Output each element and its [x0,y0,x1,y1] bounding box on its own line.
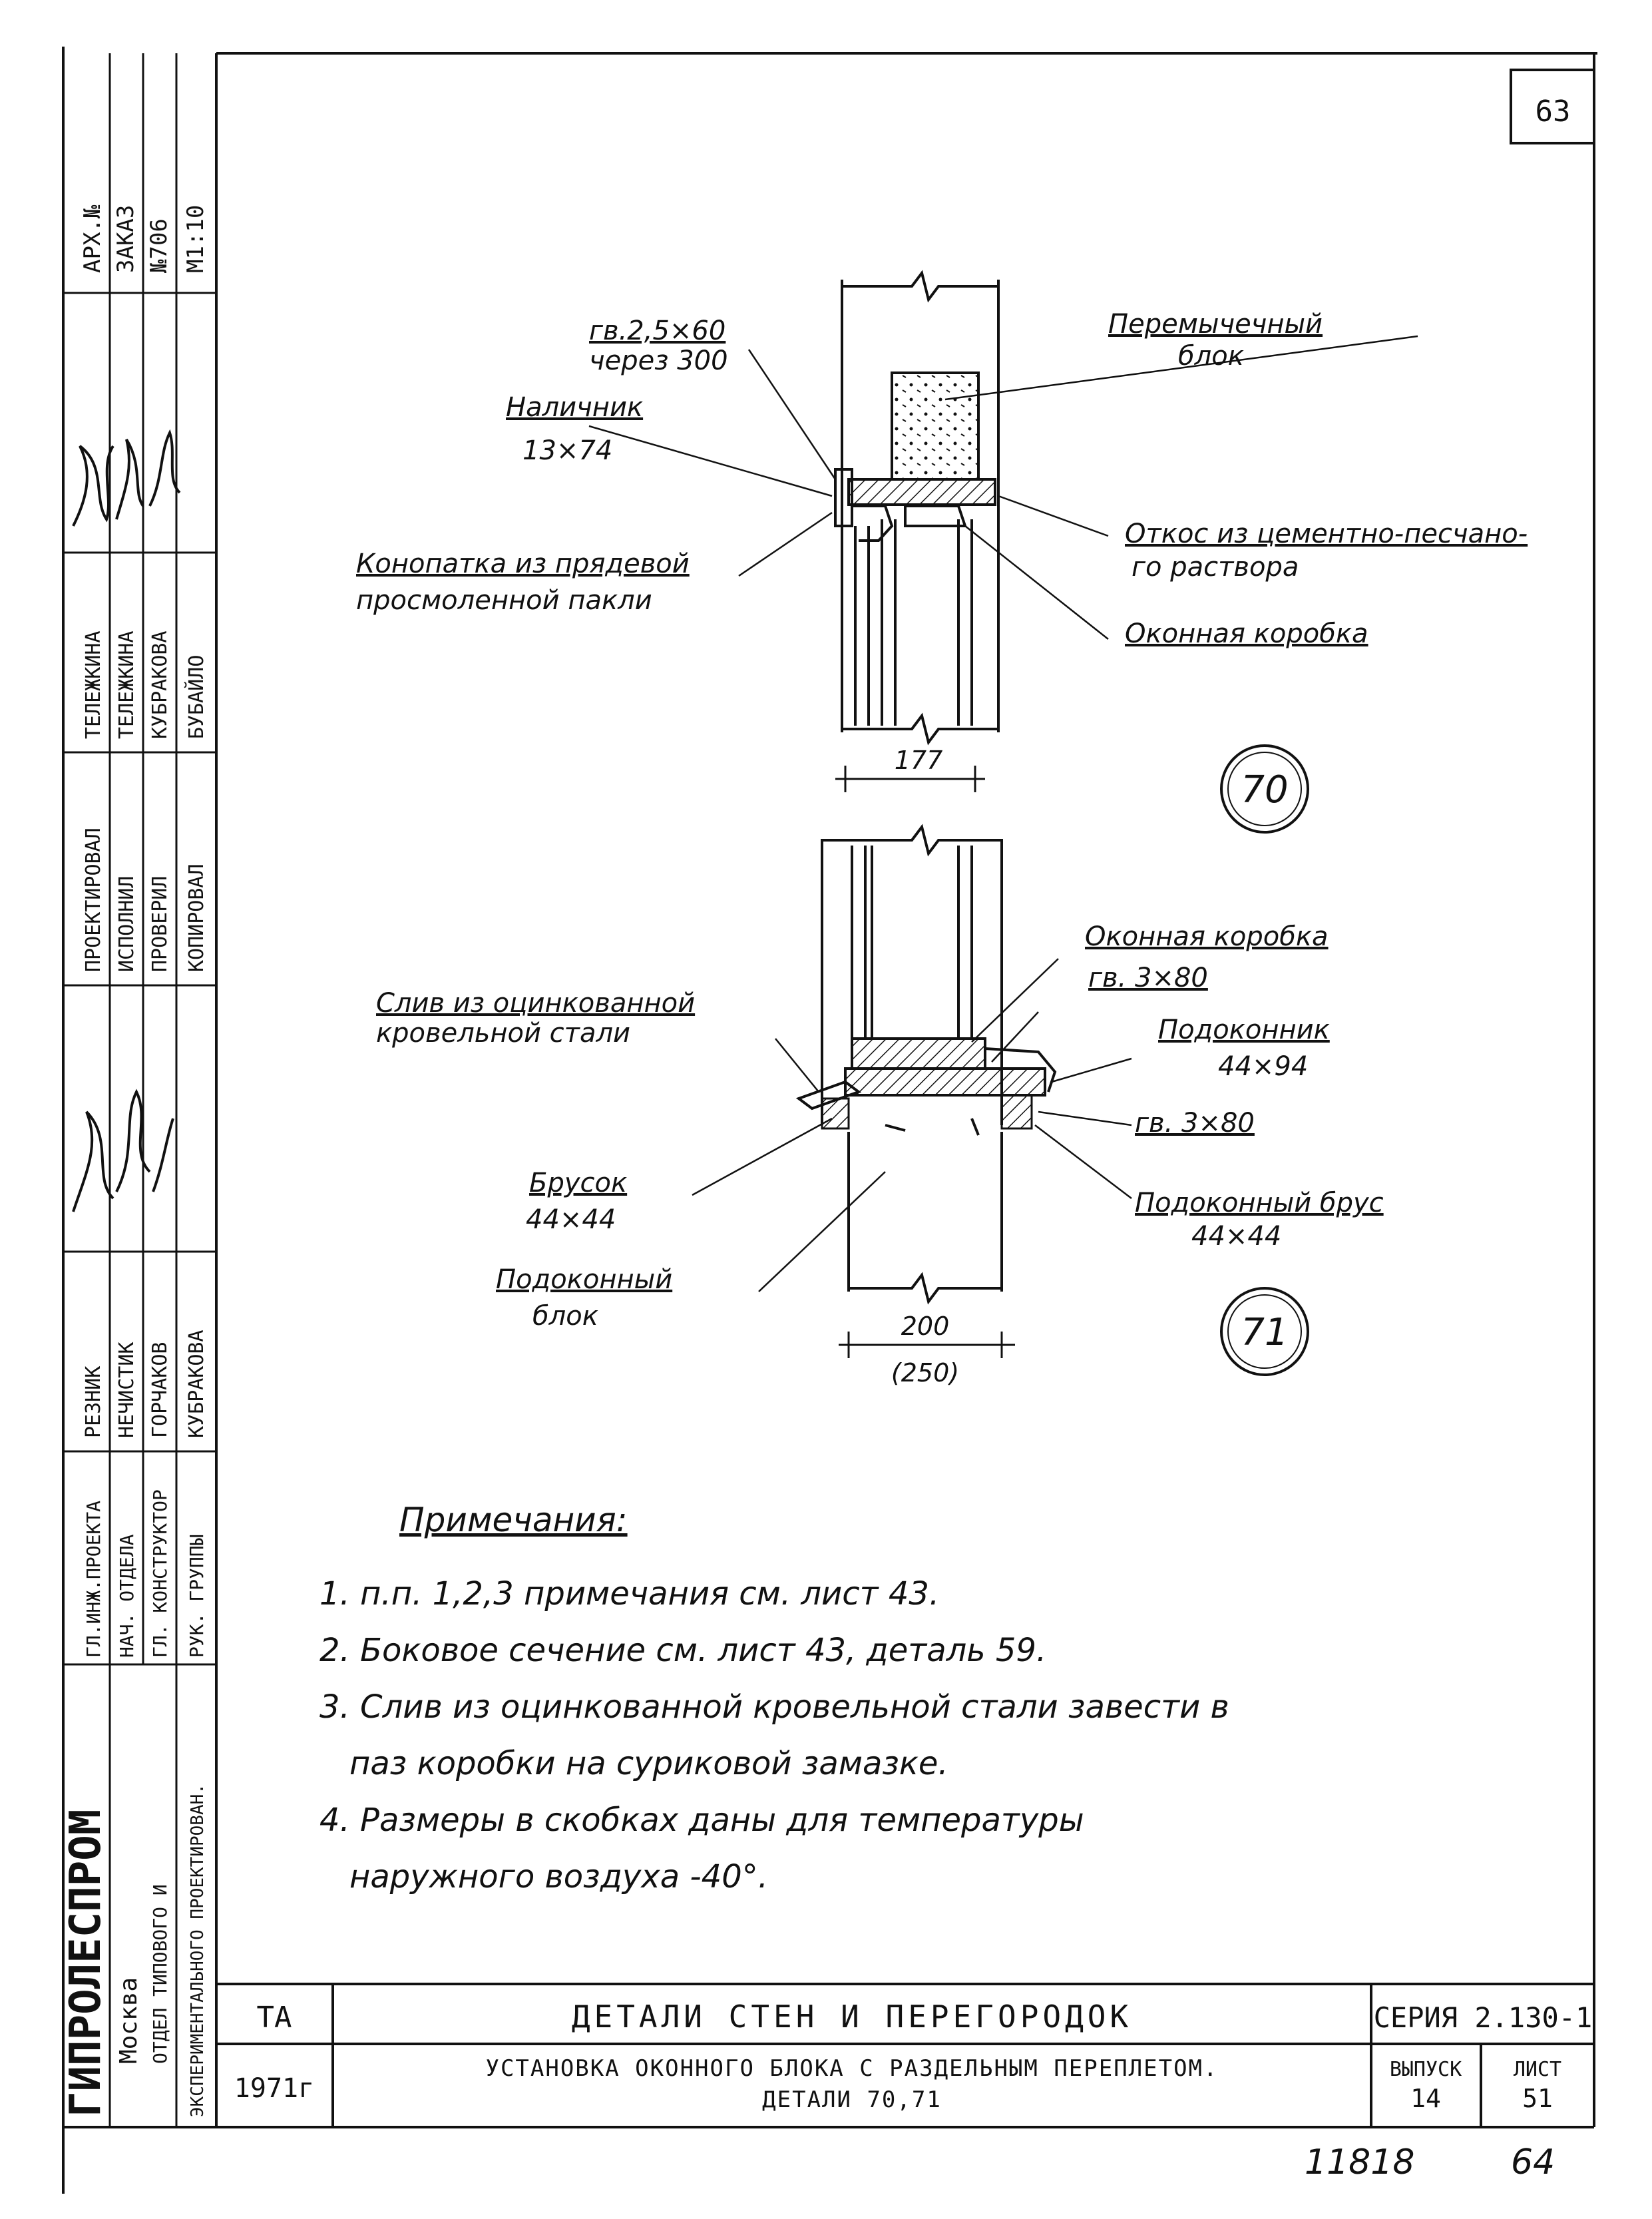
label-nail-bottom-71: гв. 3×80 [1135,1108,1255,1138]
signatures_bottom-names-2: ГОРЧАКОВ [148,1342,172,1439]
tb-series: СЕРИЯ 2.130-1 [1374,2001,1593,2034]
tb-issue-label: ВЫПУСК [1390,2058,1462,2081]
label-lintel-2: блок [1178,341,1244,371]
label-bar: Брусок [529,1168,627,1198]
detail-70-number: 70 [1241,768,1288,812]
label-frame-70: Оконная коробка [1125,618,1368,649]
footer-page: 64 [1511,2142,1555,2182]
left-stamp: АРХ.№ ЗАКАЗ №706 М1:10 ПРОЕКТИРОВАЛ ИСПО… [61,53,216,2127]
label-nail-70: гв.2,5×60 [589,316,725,346]
note-4-cont: наружного воздуха -40°. [349,1858,768,1895]
detail-71-dimension-cold: (250) [891,1358,959,1387]
detail-70: 177 гв.2,5×60 через 300 Наличник 13×74 К… [356,270,1528,834]
note-3: 3. Слив из оцинкованной кровельной стали… [319,1688,1229,1726]
label-sill-beam-size: 44×44 [1191,1221,1281,1252]
detail-70-marker [1220,744,1309,834]
scale-label: М1:10 [182,205,209,273]
organization-dept-1: ОТДЕЛ ТИПОВОГО И [149,1884,171,2064]
frame-lines [62,47,1597,2194]
signatures_left-roles-0: ПРОЕКТИРОВАЛ [82,828,105,972]
label-bar-size: 44×44 [526,1204,616,1235]
signature-marks [72,429,181,1212]
signature-names-left: ТЕЛЕЖКИНА ТЕЛЕЖКИНА КУБРАКОВА БУБАЙЛО [82,630,208,739]
label-trim-size: 13×74 [522,435,612,466]
label-drip-2: кровельной стали [376,1018,630,1049]
tb-year: 1971г [234,2073,314,2104]
signatures_bottom-names-1: НЕЧИСТИК [115,1342,138,1439]
label-trim: Наличник [506,392,643,423]
tb-subtitle-2: ДЕТАЛИ 70,71 [762,2087,942,2113]
label-drip-1: Слив из оцинкованной [376,988,695,1019]
tb-ta: ТА [257,2001,292,2035]
signature-roles-bottom: ГЛ.ИНЖ.ПРОЕКТА НАЧ. ОТДЕЛА ГЛ. КОНСТРУКТ… [83,1489,208,1658]
signatures_left-names-1: ТЕЛЕЖКИНА [115,630,138,739]
label-sill-beam: Подоконный брус [1135,1188,1384,1218]
signatures_left-names-3: БУБАЙЛО [184,655,208,739]
tb-subtitle-1: УСТАНОВКА ОКОННОГО БЛОКА С РАЗДЕЛЬНЫМ ПЕ… [485,2055,1218,2082]
page-number-box: 63 [1510,69,1595,144]
footer-number: 11818 [1305,2142,1414,2182]
label-sill-board-size: 44×94 [1218,1051,1308,1082]
label-lintel-1: Перемычечный [1108,309,1323,340]
label-sill-block-1: Подоконный [496,1264,672,1295]
signatures_bottom-names-3: КУБРАКОВА [185,1330,208,1438]
signatures_left-roles-2: ПРОВЕРИЛ [148,876,172,973]
label-nail-step-70: через 300 [589,346,728,376]
order-number: №706 [146,218,172,273]
tb-sheet-label: ЛИСТ [1514,2058,1561,2081]
detail-71-marker [1220,1287,1309,1376]
label-slope-1: Откос из цементно-песчано- [1125,519,1528,549]
note-1: 1. п.п. 1,2,3 примечания см. лист 43. [319,1575,939,1612]
tb-title: ДЕТАЛИ СТЕН И ПЕРЕГОРОДОК [572,1999,1132,2035]
detail-71-number: 71 [1241,1311,1288,1354]
detail-70-dimension: 177 [895,746,943,775]
note-4: 4. Размеры в скобках даны для температур… [319,1802,1084,1839]
signatures_bottom-roles-1: НАЧ. ОТДЕЛА [116,1534,138,1658]
signatures_left-roles-1: ИСПОЛНИЛ [115,876,138,973]
page-number: 63 [1536,95,1571,128]
signatures_bottom-roles-0: ГЛ.ИНЖ.ПРОЕКТА [83,1501,104,1658]
tb-issue: 14 [1410,2084,1441,2113]
signatures_left-names-2: КУБРАКОВА [148,630,172,739]
order-label: ЗАКАЗ [112,205,139,273]
label-sill-board: Подоконник [1158,1015,1330,1045]
notes-title: Примечания: [399,1501,628,1539]
signatures_bottom-roles-3: РУК. ГРУППЫ [186,1535,208,1658]
organization-name: ГИПРОЛЕСПРОМ [61,1810,110,2117]
signatures_bottom-names-0: РЕЗНИК [82,1366,105,1438]
signature-roles-left: ПРОЕКТИРОВАЛ ИСПОЛНИЛ ПРОВЕРИЛ КОПИРОВАЛ [82,828,208,972]
label-nail-top-71: гв. 3×80 [1088,963,1208,993]
signatures_bottom-roles-2: ГЛ. КОНСТРУКТОР [149,1489,171,1658]
label-frame-71: Оконная коробка [1085,921,1329,952]
label-caulk-2: просмоленной пакли [356,585,652,616]
signatures_left-names-0: ТЕЛЕЖКИНА [82,630,105,739]
detail-71: 200 (250) Оконная коробка гв. 3×80 Подок… [376,824,1384,1387]
label-slope-2: го раствора [1132,552,1299,583]
note-2: 2. Боковое сечение см. лист 43, деталь 5… [319,1632,1046,1669]
label-sill-block-2: блок [532,1301,598,1332]
signatures_left-roles-3: КОПИРОВАЛ [185,863,208,972]
organization-city: Москва [115,1977,142,2064]
tb-sheet: 51 [1522,2084,1553,2113]
archive-label: АРХ.№ [79,204,106,273]
notes: Примечания: 1. п.п. 1,2,3 примечания см.… [319,1501,1229,1895]
detail-71-dimension: 200 [901,1312,950,1341]
note-3-cont: паз коробки на суриковой замазке. [349,1745,948,1782]
label-caulk-1: Конопатка из прядевой [356,549,690,579]
title-block: ТА 1971г ДЕТАЛИ СТЕН И ПЕРЕГОРОДОК УСТАН… [216,1983,1594,2127]
signature-names-bottom: РЕЗНИК НЕЧИСТИК ГОРЧАКОВ КУБРАКОВА [82,1330,208,1438]
organization-dept-2: ЭКСПЕРИМЕНТАЛЬНОГО ПРОЕКТИРОВАН. [188,1784,208,2117]
